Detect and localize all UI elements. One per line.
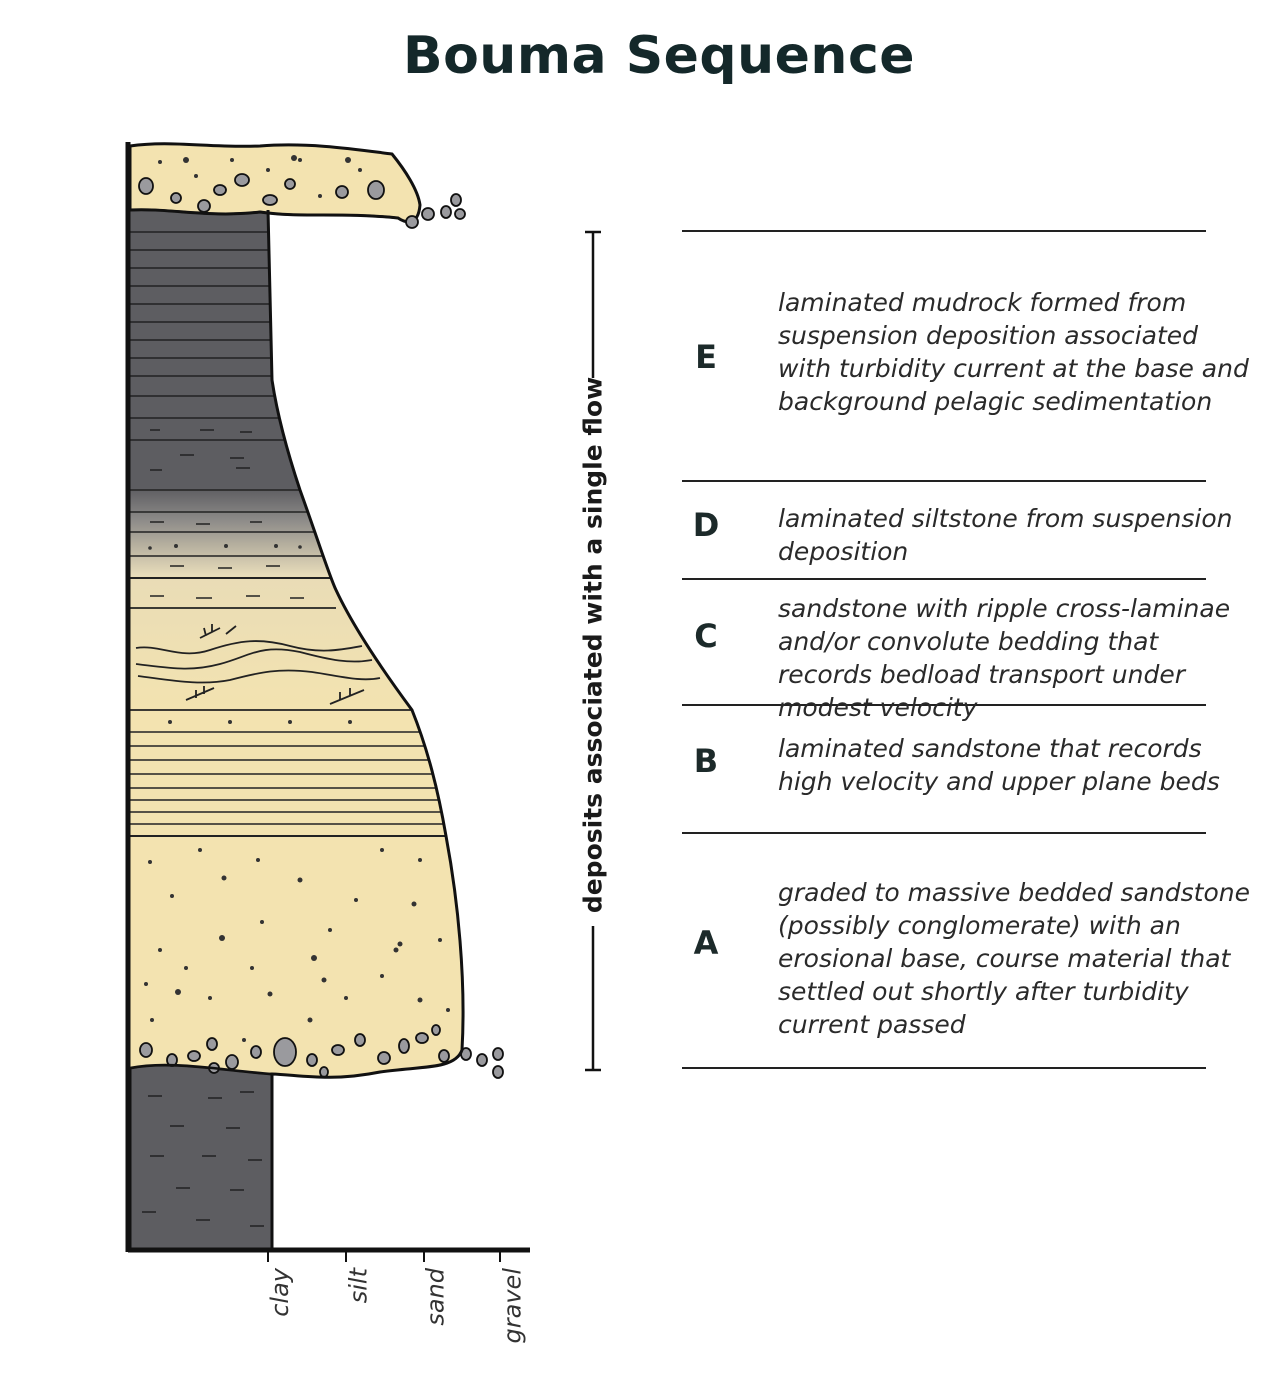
unit-letter-b: B: [693, 742, 719, 780]
unit-d-siltstone: [130, 488, 330, 578]
page-title: Bouma Sequence: [402, 26, 916, 86]
unit-a-sandstone: [130, 834, 464, 1078]
unit-e-mudrock: [130, 210, 300, 490]
unit-description-e: laminated mudrock formed from suspension…: [778, 288, 1249, 416]
rule-b-a: [682, 832, 1206, 834]
unit-e-laminations: [130, 231, 286, 441]
unit-description-b: laminated sandstone that records high ve…: [778, 734, 1220, 796]
unit-letter-c: C: [694, 617, 718, 655]
unit-letter-d: D: [692, 506, 720, 544]
rule-e-d: [682, 480, 1206, 482]
unit-letter-a: A: [693, 924, 719, 962]
grain-size-profile: [266, 209, 465, 1250]
rule-top: [682, 230, 1206, 232]
unit-letter-e: E: [695, 338, 717, 376]
rule-bottom: [682, 1067, 1206, 1069]
unit-description-c: sandstone with ripple cross-laminae and/…: [778, 594, 1231, 722]
unit-description-a: graded to massive bedded sandstone (poss…: [778, 878, 1250, 1039]
flow-bracket: [585, 230, 601, 1072]
rule-d-c: [682, 578, 1206, 580]
rule-c-b: [682, 704, 1206, 706]
unit-description-d: laminated siltstone from suspension depo…: [778, 504, 1233, 566]
unit-b-sandstone: [130, 708, 446, 836]
